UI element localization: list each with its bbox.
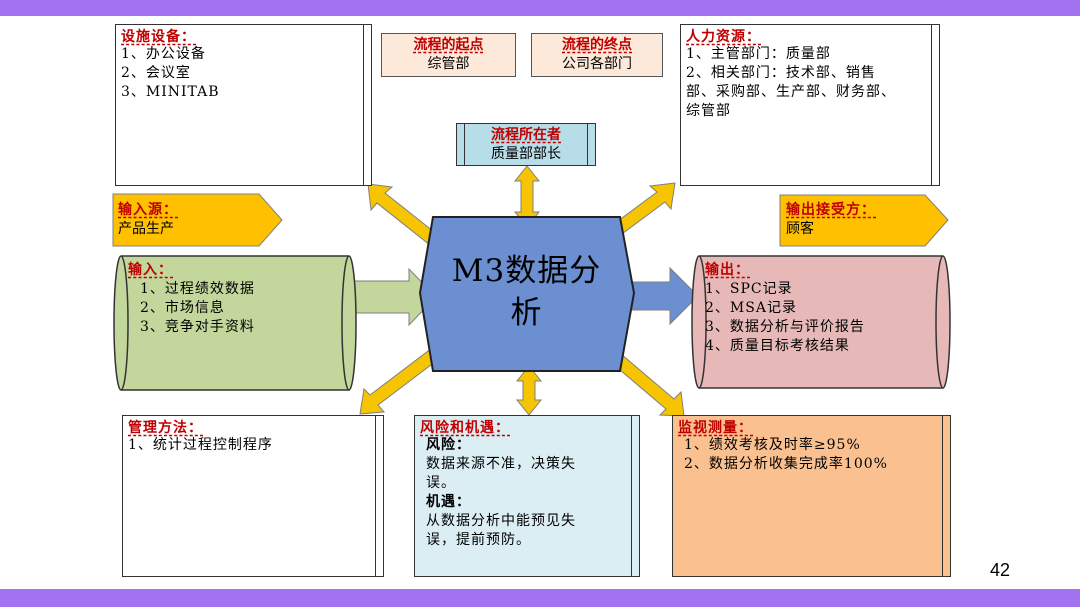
list-item: 4、质量目标考核结果 [705, 338, 850, 354]
process-end-value: 公司各部门 [562, 56, 632, 72]
list-item: 部、采购部、生产部、财务部、 [686, 84, 896, 100]
input-text: 输入： 1、过程绩效数据 2、市场信息 3、竞争对手资料 [128, 259, 255, 337]
list-item: 2、相关部门：技术部、销售 [686, 65, 876, 81]
list-item: 2、会议室 [121, 65, 191, 81]
risk-title: 风险和机遇： [420, 420, 510, 436]
output-title: 输出： [705, 262, 750, 278]
management-list: 1、统计过程控制程序 [128, 436, 273, 455]
output-receiver-value: 顾客 [786, 221, 814, 237]
process-start-value: 综管部 [427, 56, 470, 72]
page-number: 42 [990, 560, 1011, 580]
human-resources-title: 人力资源： [686, 29, 761, 45]
output-cylinder [691, 255, 951, 389]
input-cylinder [113, 255, 357, 391]
list-item: 数据来源不准，决策失 [426, 456, 576, 472]
arrow-to-risk [515, 365, 543, 416]
human-resources-list: 1、主管部门：质量部 2、相关部门：技术部、销售 部、采购部、生产部、财务部、 … [686, 45, 896, 121]
facilities-box: 设施设备： 1、办公设备 2、会议室 3、MINITAB [115, 24, 372, 186]
process-end-box: 流程的终点 公司各部门 [531, 33, 663, 77]
list-item: 2、市场信息 [140, 300, 225, 316]
list-item: 1、办公设备 [121, 46, 206, 62]
list-item: 3、数据分析与评价报告 [705, 319, 865, 335]
management-title: 管理方法： [128, 420, 203, 436]
list-item: 误。 [426, 475, 456, 491]
list-item: 从数据分析中能预见失 [426, 513, 576, 529]
monitoring-box: 监视测量： 1、绩效考核及时率≥95% 2、数据分析收集完成率100% [672, 415, 951, 577]
list-item: 1、绩效考核及时率≥95% [684, 437, 861, 453]
facilities-title: 设施设备： [121, 29, 196, 45]
list-item: 2、MSA记录 [705, 300, 797, 316]
top-accent-bar [0, 0, 1080, 16]
output-text: 输出： 1、SPC记录 2、MSA记录 3、数据分析与评价报告 4、质量目标考核… [705, 259, 865, 356]
process-owner-value: 质量部部长 [491, 146, 561, 162]
center-title-line1: M3数据分 [451, 253, 602, 289]
input-source-text: 输入源： 产品生产 [118, 199, 178, 239]
list-item: 误，提前预防。 [426, 532, 531, 548]
center-title-line2: 析 [510, 295, 543, 331]
list-item: 1、过程绩效数据 [140, 281, 255, 297]
output-receiver-tag [779, 194, 949, 247]
input-title: 输入： [128, 262, 173, 278]
risk-content: 风险： 数据来源不准，决策失 误。 机遇： 从数据分析中能预见失 误，提前预防。 [426, 436, 576, 550]
list-item: 3、MINITAB [121, 84, 220, 100]
list-item: 综管部 [686, 103, 731, 119]
list-item: 2、数据分析收集完成率100% [684, 456, 888, 472]
process-owner-title: 流程所在者 [491, 127, 561, 143]
center-hexagon [418, 216, 636, 372]
output-receiver-text: 输出接受方： 顾客 [786, 199, 876, 239]
process-start-box: 流程的起点 综管部 [381, 33, 516, 77]
input-source-value: 产品生产 [118, 221, 174, 237]
list-item: 3、竞争对手资料 [140, 319, 255, 335]
risk-box: 风险和机遇： 风险： 数据来源不准，决策失 误。 机遇： 从数据分析中能预见失 … [414, 415, 640, 577]
list-item: 1、统计过程控制程序 [128, 437, 273, 453]
list-item: 1、SPC记录 [705, 281, 793, 297]
monitoring-list: 1、绩效考核及时率≥95% 2、数据分析收集完成率100% [684, 436, 888, 474]
process-end-title: 流程的终点 [562, 37, 632, 53]
process-start-title: 流程的起点 [413, 37, 484, 53]
risk-label: 风险： [426, 437, 471, 453]
management-box: 管理方法： 1、统计过程控制程序 [122, 415, 384, 577]
monitoring-title: 监视测量： [678, 420, 753, 436]
human-resources-box: 人力资源： 1、主管部门：质量部 2、相关部门：技术部、销售 部、采购部、生产部… [680, 24, 940, 186]
opportunity-label: 机遇： [426, 494, 471, 510]
facilities-list: 1、办公设备 2、会议室 3、MINITAB [121, 45, 220, 102]
output-receiver-title: 输出接受方： [786, 202, 876, 218]
center-title: M3数据分 析 [433, 250, 620, 334]
bottom-accent-bar [0, 589, 1080, 607]
process-owner-box: 流程所在者 质量部部长 [456, 123, 596, 166]
input-source-tag [112, 193, 283, 247]
list-item: 1、主管部门：质量部 [686, 46, 831, 62]
input-source-title: 输入源： [118, 202, 178, 218]
